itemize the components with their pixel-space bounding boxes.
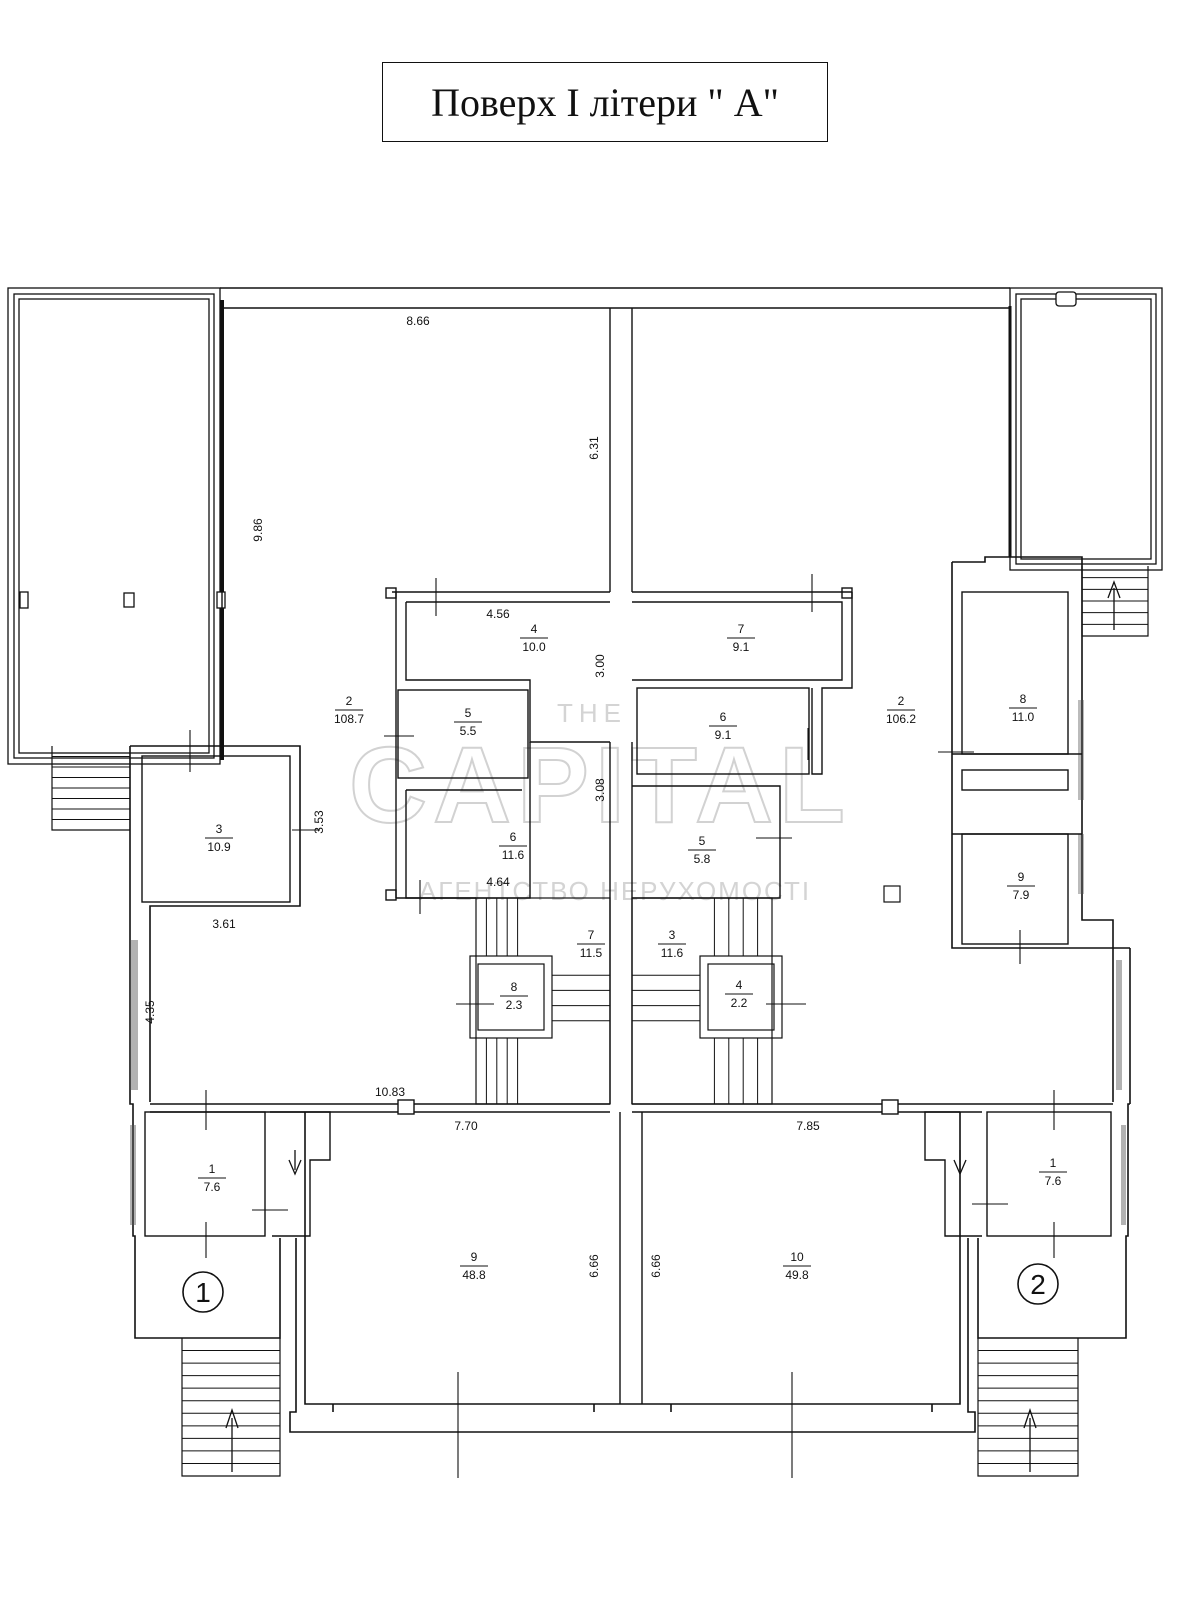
dimension-label: 6.31: [587, 436, 601, 460]
room-area: 9.1: [715, 728, 732, 742]
room-area: 9.1: [733, 640, 750, 654]
room-right-2: 2 106.2: [886, 694, 916, 726]
dimension-label: 4.35: [143, 1000, 157, 1024]
terrace-right: [1008, 287, 1163, 571]
room-number: 4: [531, 622, 538, 636]
dimension-label: 8.66: [406, 314, 430, 328]
room-right-3: 311.6: [658, 928, 686, 960]
room-number: 7: [738, 622, 745, 636]
watermark-line-1: THE: [557, 698, 627, 728]
room-number: 3: [669, 928, 676, 942]
door-ticks: [189, 574, 1055, 1478]
room-area: 10.9: [207, 840, 231, 854]
room-area: 108.7: [334, 712, 364, 726]
room-left-1: 17.6: [198, 1162, 226, 1194]
room-right-9: 97.9: [1007, 870, 1035, 902]
room-right-4: 42.2: [725, 978, 753, 1010]
dimension-label: 9.86: [251, 518, 265, 542]
dimension-label: 3.53: [312, 810, 326, 834]
room-area: 106.2: [886, 712, 916, 726]
dimension-labels: 8.66 6.31 9.86 4.56 3.00 3.53 3.08 3.61 4.64 4.35…: [143, 314, 820, 1278]
room-right-10: 10 49.8: [783, 1250, 811, 1282]
room-area: 11.5: [580, 946, 603, 960]
room-number: 7: [588, 928, 595, 942]
dimension-label: 7.85: [796, 1119, 820, 1133]
room-number: 1: [209, 1162, 216, 1176]
exterior-stairs: [51, 566, 1149, 1477]
dimension-label: 3.00: [593, 654, 607, 678]
entrance-arrows: [225, 580, 1121, 1472]
room-left-5: 55.5: [454, 706, 482, 738]
dimension-label: 6.66: [649, 1254, 663, 1278]
dimension-label: 3.61: [212, 917, 236, 931]
room-number: 5: [465, 706, 472, 720]
room-left-2: 2 108.7: [334, 694, 364, 726]
room-right-7: 79.1: [727, 622, 755, 654]
room-number: 8: [1020, 692, 1027, 706]
dimension-label: 10.83: [375, 1085, 405, 1099]
watermark: THE CAPITAL АГЕНТСТВО НЕРУХОМОСТІ: [348, 698, 851, 906]
room-right-1: 17.6: [1039, 1156, 1067, 1188]
central-stairs: [469, 897, 783, 1105]
room-area: 7.6: [204, 1180, 221, 1194]
room-area: 10.0: [522, 640, 546, 654]
dimension-label: 3.08: [593, 778, 607, 802]
room-area: 5.5: [460, 724, 477, 738]
room-area: 49.8: [785, 1268, 809, 1282]
room-area: 11.6: [661, 946, 684, 960]
room-left-6: 611.6: [499, 830, 527, 862]
room-left-7: 711.5: [577, 928, 605, 960]
room-number: 4: [736, 978, 743, 992]
dimension-label: 4.56: [486, 607, 510, 621]
room-left-3: 310.9: [205, 822, 233, 854]
room-area: 2.3: [506, 998, 523, 1012]
room-area: 11.6: [502, 848, 525, 862]
room-right-8: 811.0: [1009, 692, 1037, 724]
room-left-8: 82.3: [500, 980, 528, 1012]
room-number: 2: [346, 694, 353, 708]
room-number: 1: [1050, 1156, 1057, 1170]
column: [883, 885, 901, 903]
entrance-2-label: 2: [1030, 1269, 1046, 1300]
room-area: 7.6: [1045, 1174, 1062, 1188]
terrace-left: [7, 287, 226, 765]
room-area: 7.9: [1013, 888, 1030, 902]
dimension-label: 6.66: [587, 1254, 601, 1278]
entrance-1-label: 1: [195, 1277, 211, 1308]
room-right-6: 69.1: [709, 710, 737, 742]
room-area: 5.8: [694, 852, 711, 866]
room-right-5: 55.8: [688, 834, 716, 866]
room-number: 10: [790, 1250, 804, 1264]
dimension-label: 7.70: [454, 1119, 478, 1133]
room-number: 3: [216, 822, 223, 836]
room-number: 8: [511, 980, 518, 994]
room-labels: 17.62108.7310.9410.055.5611.6711.582.394…: [198, 622, 1067, 1282]
dimension-label: 4.64: [486, 875, 510, 889]
watermark-line-2: CAPITAL: [349, 724, 851, 845]
room-number: 5: [699, 834, 706, 848]
room-number: 9: [1018, 870, 1025, 884]
room-area: 2.2: [731, 996, 748, 1010]
room-left-9: 948.8: [460, 1250, 488, 1282]
room-left-4: 410.0: [520, 622, 548, 654]
outer-walls: [129, 287, 1131, 1433]
entrance-2-marker: 2: [1017, 1263, 1059, 1305]
room-number: 2: [898, 694, 905, 708]
room-number: 6: [510, 830, 517, 844]
room-area: 48.8: [462, 1268, 486, 1282]
entrance-1-marker: 1: [182, 1271, 224, 1313]
watermark-line-3: АГЕНТСТВО НЕРУХОМОСТІ: [419, 876, 811, 906]
plan-title: Поверх I літери " А": [382, 62, 828, 142]
room-number: 9: [471, 1250, 478, 1264]
room-area: 11.0: [1012, 710, 1035, 724]
room-number: 6: [720, 710, 727, 724]
